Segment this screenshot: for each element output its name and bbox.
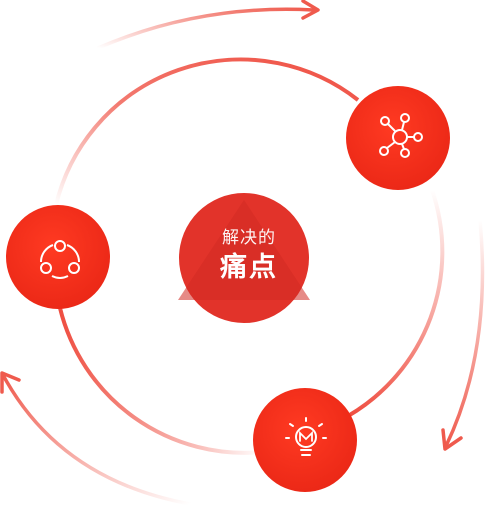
- network-nodes-icon: [379, 113, 423, 158]
- center-label: 解决的 痛点: [181, 228, 317, 286]
- outer-arrow-left: [0, 371, 192, 506]
- node-cycle[interactable]: [6, 205, 110, 309]
- center-title-line2: 痛点: [220, 252, 278, 283]
- lightbulb-icon: [285, 417, 327, 456]
- center-hub: [178, 193, 310, 323]
- outer-arrow-right: [441, 218, 485, 451]
- node-network[interactable]: [346, 86, 450, 190]
- center-title-line1: 解决的: [222, 228, 276, 248]
- node-lightbulb[interactable]: [253, 388, 357, 492]
- cycle-share-icon: [39, 240, 81, 279]
- ring: [54, 57, 445, 455]
- outer-arrow-top: [96, 0, 320, 50]
